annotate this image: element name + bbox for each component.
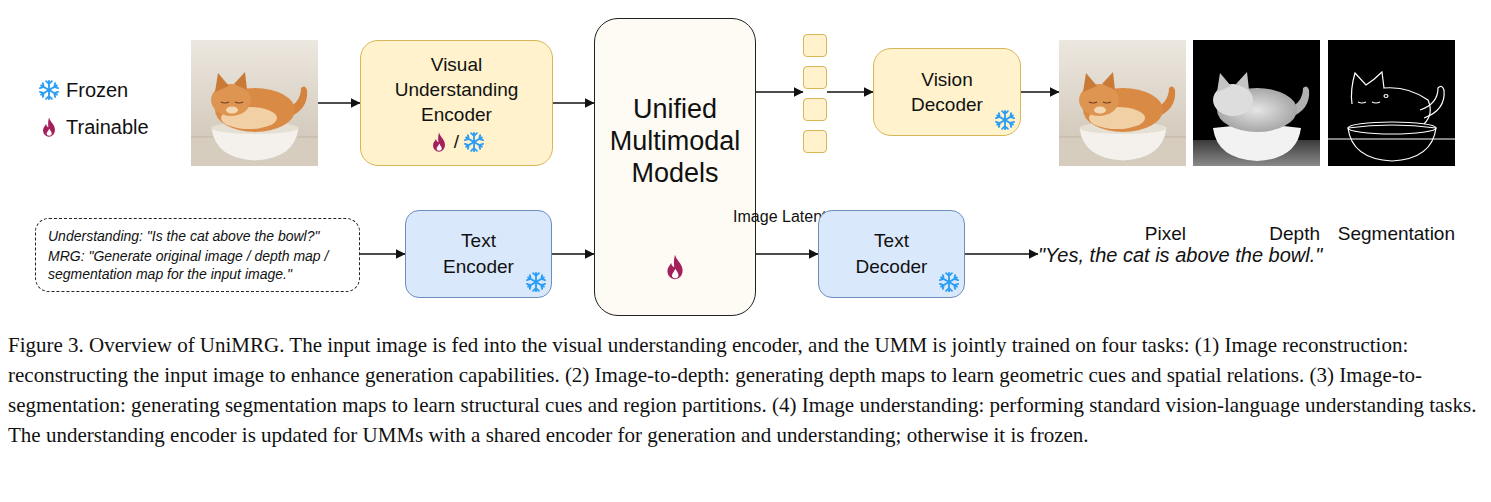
- depth-map: [1193, 40, 1320, 166]
- latent-square: [803, 130, 827, 153]
- latent-square: [803, 66, 827, 89]
- frozen-icon: [938, 271, 960, 293]
- prompt-text: Understanding: "Is the cat above the bow…: [48, 227, 319, 245]
- node-label: Unified Multimodal Models: [603, 93, 747, 189]
- frozen-icon: [525, 271, 547, 293]
- frozen-icon: [38, 79, 60, 101]
- node-label: Text Encoder: [429, 228, 529, 280]
- caption-text: Figure 3. Overview of UniMRG. The input …: [8, 330, 1484, 450]
- node-label: /: [454, 129, 459, 154]
- latent-square: [803, 98, 827, 121]
- legend: FrozenTrainable: [38, 77, 149, 151]
- legend-text: Trainable: [66, 114, 149, 140]
- node-label: Segmentation: [1338, 222, 1455, 246]
- flow-arrow: [756, 253, 818, 255]
- node-label: Visual Understanding Encoder: [369, 52, 544, 127]
- trainable-icon: [428, 131, 450, 153]
- frozen-icon: [994, 109, 1016, 131]
- figure-caption: Figure 3. Overview of UniMRG. The input …: [8, 330, 1484, 450]
- node-label: Depth: [1269, 222, 1320, 246]
- flow-arrow: [756, 91, 803, 93]
- trainable-icon: [38, 116, 60, 138]
- encoder-box: Visual Understanding Encoder/: [360, 40, 553, 166]
- flow-arrow: [553, 102, 594, 104]
- legend-text: Frozen: [66, 77, 128, 103]
- node-label: "Yes, the cat is above the bowl.": [1038, 242, 1322, 268]
- segmentation-output: Segmentation: [1328, 40, 1455, 166]
- text-decoder-box: Text Decoder: [818, 210, 965, 298]
- latent-square: [803, 34, 827, 57]
- legend-row: Trainable: [38, 114, 149, 140]
- icon-row: /: [428, 129, 485, 154]
- prompt-text: MRG: "Generate original image / depth ma…: [48, 247, 347, 283]
- node-label: Vision Decoder: [897, 67, 997, 117]
- frozen-icon: [463, 131, 485, 153]
- depth-output: Depth: [1193, 40, 1320, 166]
- umm-box: Unified Multimodal Models: [594, 18, 756, 316]
- input-image: Input Image: [191, 40, 318, 166]
- legend-row: Frozen: [38, 77, 149, 103]
- pixel-photo: [1059, 40, 1186, 166]
- decoder-box: Vision Decoder: [873, 48, 1021, 136]
- flow-arrow: [360, 253, 405, 255]
- latent-tokens: Image Latents: [803, 34, 827, 152]
- input-photo: [191, 40, 318, 166]
- flow-arrow: [552, 253, 594, 255]
- answer-text: "Yes, the cat is above the bowl.": [1038, 241, 1468, 268]
- flow-arrow: [965, 253, 1038, 255]
- prompt-box: Understanding: "Is the cat above the bow…: [35, 218, 360, 292]
- trainable-icon: [661, 253, 689, 281]
- flow-arrow: [318, 102, 360, 104]
- text-encoder-box: Text Encoder: [405, 210, 552, 298]
- node-label: Pixel: [1145, 222, 1186, 246]
- node-label: Text Decoder: [842, 228, 942, 280]
- segmentation-map: [1328, 40, 1455, 166]
- flow-arrow: [827, 91, 873, 93]
- flow-arrow: [1021, 91, 1059, 93]
- pixel-output: Pixel: [1059, 40, 1186, 166]
